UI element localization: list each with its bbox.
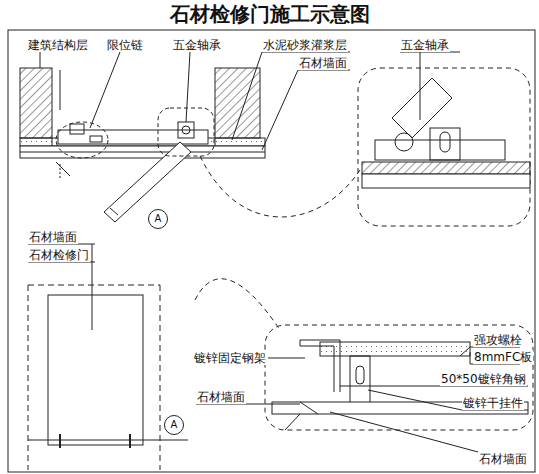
- part-label: 限位链: [106, 38, 144, 52]
- section-marker: A: [164, 415, 184, 435]
- part-label: 强攻螺栓: [473, 333, 523, 347]
- part-label: 五金轴承: [172, 38, 222, 52]
- drawing-title: 石材检修门施工示意图: [0, 2, 539, 26]
- part-label: 石材检修门: [28, 248, 90, 262]
- part-label: 水泥砂浆灌浆层: [262, 38, 348, 52]
- part-label: 石材墙面: [298, 56, 348, 70]
- part-label: 50*50镀锌角钢: [440, 372, 527, 386]
- part-label: 五金轴承: [400, 38, 450, 52]
- part-label: 石材墙面: [478, 452, 528, 466]
- marker-letter: A: [171, 420, 178, 430]
- part-label: 镀锌干挂件: [462, 396, 524, 410]
- part-label: 建筑结构层: [27, 38, 89, 52]
- part-label: 8mmFC板: [473, 350, 533, 364]
- marker-letter: A: [155, 214, 162, 224]
- part-label: 镀锌固定钢架: [193, 351, 267, 365]
- section-marker: A: [148, 209, 168, 229]
- part-label: 石材墙面: [196, 390, 246, 404]
- part-label: 石材墙面: [28, 230, 78, 244]
